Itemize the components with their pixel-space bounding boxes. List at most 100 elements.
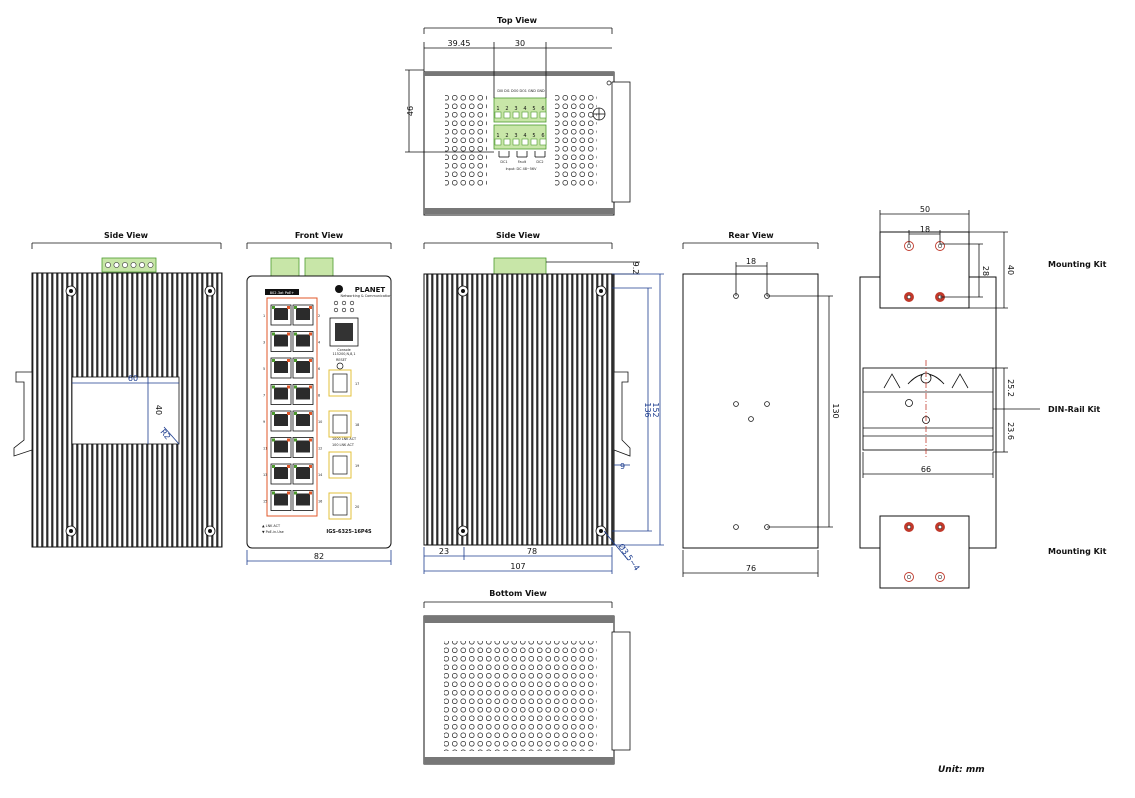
port-led (309, 359, 312, 362)
port-led (294, 359, 297, 362)
dim-top-right: 30 (515, 39, 525, 48)
sfp-number: 20 (355, 505, 359, 509)
terminal-number: 2 (505, 106, 508, 112)
title-front-view: Front View (295, 231, 344, 240)
port-number: 14 (318, 473, 322, 477)
side-view-right: 9.2 152 136 9 Ø3.5~4 23 78 107 (423, 257, 664, 574)
mounting-bracket-bottom (879, 515, 970, 589)
front-legend-1: ▲ LNK ACT (262, 524, 281, 528)
title-top-view: Top View (497, 16, 538, 25)
terminal-screw (521, 111, 529, 119)
terminal-hole (139, 262, 145, 268)
console-label: Console (337, 348, 350, 352)
port-led (272, 332, 275, 336)
dim-side-h1: 152 (651, 402, 660, 417)
front-brand: PLANET (355, 286, 386, 294)
terminal-number: 3 (514, 133, 517, 139)
port-number: 11 (263, 447, 267, 451)
port-led (287, 412, 290, 415)
din-clip-right (613, 371, 631, 457)
dim-side-height: 40 (154, 405, 163, 415)
port-led (272, 306, 275, 309)
port-led (309, 306, 312, 309)
sfp-legend-2: 100 LNK ACT (332, 443, 355, 447)
label-mounting-kit-bottom: Mounting Kit (1048, 547, 1107, 556)
dim-rear-height: 130 (831, 403, 840, 418)
terminal-screw (494, 138, 502, 146)
title-side-view-left: Side View (104, 231, 149, 240)
rear-panel (682, 273, 819, 549)
port-led (287, 491, 290, 495)
dim-side-top: 9.2 (631, 262, 640, 275)
rear-mount-hole (748, 416, 754, 422)
sfp-legend-1: 1000 LNK ACT (332, 437, 357, 441)
port-led (294, 491, 297, 495)
bottom-view (423, 615, 631, 765)
port-number: 13 (263, 473, 267, 477)
dim-side-width: 60 (128, 374, 138, 383)
dim-top-height: 46 (406, 106, 415, 116)
terminal-block-lower (493, 124, 547, 150)
terminal-hole (105, 262, 111, 268)
top-view-vents-right (555, 93, 597, 187)
dim-rear-top: 18 (746, 257, 756, 266)
title-side-view-right: Side View (496, 231, 541, 240)
terminal-screw (512, 138, 520, 146)
terminal-screw (521, 138, 529, 146)
terminal-screw (494, 111, 502, 119)
port-led (294, 332, 297, 336)
reset-label: RESET (336, 358, 348, 362)
terminal-input-caption: Input: DC 48~56V (506, 167, 538, 171)
port-number: 2 (318, 314, 320, 318)
terminal-number: 2 (505, 133, 508, 139)
terminal-hole (113, 262, 120, 268)
terminal-number: 5 (532, 133, 535, 139)
port-number: 10 (318, 420, 322, 424)
terminal-caption-dc2: DC2 (536, 160, 543, 164)
dim-side-h2: 136 (643, 402, 652, 417)
port-led (294, 438, 297, 442)
reset-button (336, 362, 344, 370)
label-mounting-kit-top: Mounting Kit (1048, 260, 1107, 269)
terminal-caption-dc1: DC1 (500, 160, 507, 164)
port-led (272, 491, 275, 495)
port-number: 3 (263, 341, 265, 345)
terminal-screw (512, 111, 520, 119)
front-legend-2: ▼ PoE-in-Use (262, 530, 284, 534)
view-titles: Top View Side View Front View Side View … (31, 16, 1107, 775)
port-led (309, 412, 312, 415)
port-led (287, 465, 290, 468)
terminal-number: 4 (523, 133, 526, 139)
terminal-hole (130, 262, 137, 268)
terminal-caption-fault: Fault (518, 160, 527, 164)
dim-rear-width: 76 (746, 564, 756, 573)
rear-mount-hole (733, 401, 739, 407)
top-view-rail-clip (611, 81, 631, 203)
port-led (272, 385, 275, 389)
label-din-rail-kit: DIN-Rail Kit (1048, 405, 1100, 414)
port-number: 7 (263, 394, 265, 398)
terminal-number: 3 (514, 106, 517, 112)
port-number: 4 (318, 341, 320, 345)
terminal-hole (122, 262, 128, 268)
sfp-number: 19 (355, 464, 359, 468)
terminal-number: 1 (496, 106, 499, 112)
rear-view: 18 130 76 (682, 257, 840, 577)
port-led (294, 465, 297, 468)
title-rear-view: Rear View (728, 231, 774, 240)
port-led (287, 332, 290, 336)
status-leds (333, 300, 355, 313)
console-sub: 115200,N,8,1 (332, 352, 355, 356)
rear-mount-hole (733, 524, 739, 530)
side-right-heatsink (423, 273, 615, 546)
dim-top-left: 39.45 (448, 39, 471, 48)
side-view-left: 60 40 R2 (13, 257, 223, 548)
planet-logo-icon (335, 285, 343, 293)
port-number: 8 (318, 394, 320, 398)
port-led (272, 412, 275, 415)
label-unit: Unit: mm (938, 765, 985, 775)
port-led (309, 332, 312, 336)
terminal-block-side-right (493, 257, 547, 275)
